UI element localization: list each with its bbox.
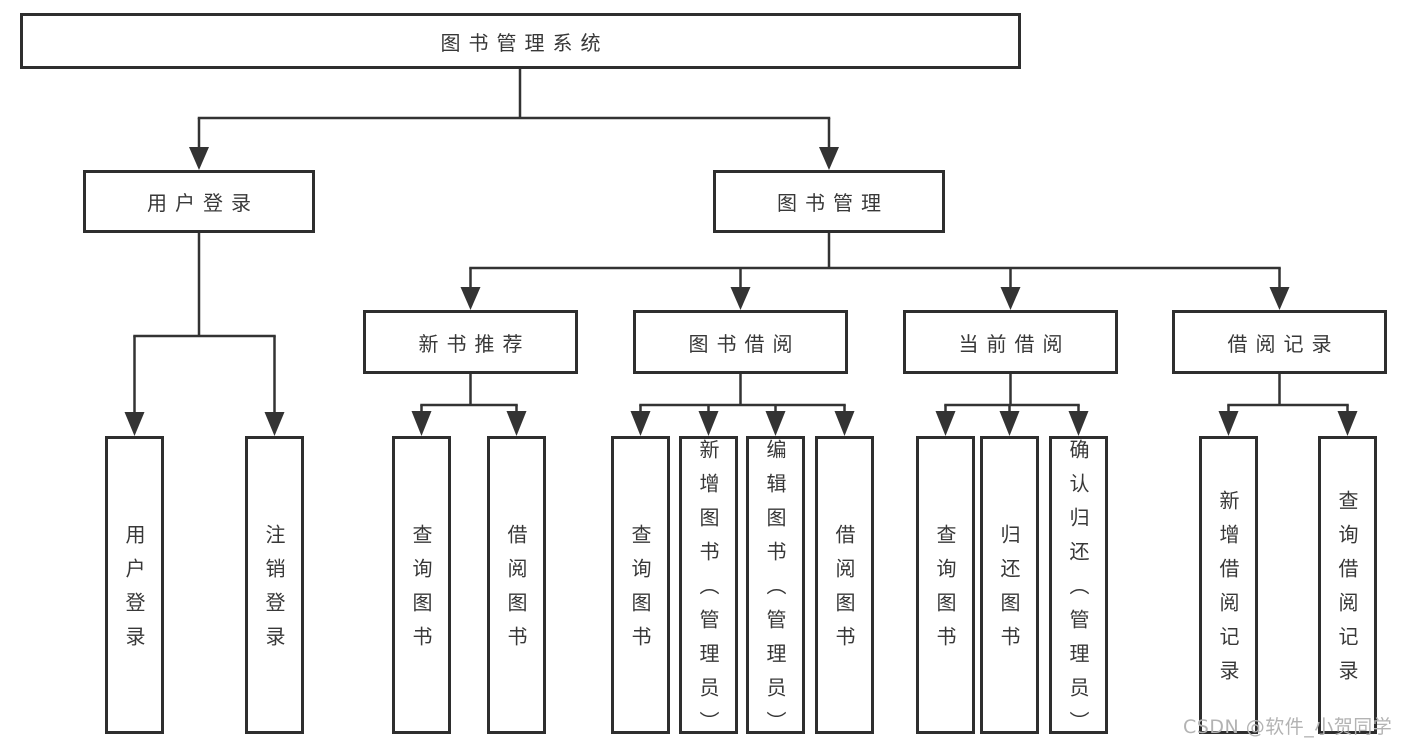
node-borrow-records: 借阅记录: [1172, 310, 1387, 374]
leaf-borrow-books-recommend: 借阅图书: [487, 436, 546, 734]
leaf-query-books-current: 查询图书: [916, 436, 975, 734]
node-root-system: 图书管理系统: [20, 13, 1021, 69]
node-book-borrow: 图书借阅: [633, 310, 848, 374]
leaf-query-borrow-record: 查询借阅记录: [1318, 436, 1377, 734]
leaf-edit-books-admin-label: 编辑图书（管理员）: [763, 439, 787, 745]
leaf-add-books-admin-label: 新增图书（管理员）: [696, 439, 720, 745]
leaf-query-borrow-record-label: 查询借阅记录: [1335, 490, 1359, 694]
leaf-query-books-recommend-label: 查询图书: [409, 524, 433, 660]
csdn-watermark: CSDN @软件_小贺同学: [1183, 716, 1393, 738]
leaf-borrow-books-label: 借阅图书: [832, 524, 856, 660]
leaf-logout: 注销登录: [245, 436, 304, 734]
leaf-add-borrow-record: 新增借阅记录: [1199, 436, 1258, 734]
leaf-user-login-label: 用户登录: [122, 524, 146, 660]
node-root-system-label: 图书管理系统: [440, 30, 609, 55]
leaf-query-books-recommend: 查询图书: [392, 436, 451, 734]
node-book-management: 图书管理: [713, 170, 945, 233]
node-user-login: 用户登录: [83, 170, 315, 233]
connector-new-book-group: [411, 374, 527, 436]
node-new-book-recommend: 新书推荐: [363, 310, 578, 374]
connector-user-login-group: [124, 233, 285, 436]
node-new-book-recommend-label: 新书推荐: [418, 331, 531, 356]
node-borrow-records-label: 借阅记录: [1227, 331, 1340, 356]
connector-borrow-records-group: [1218, 374, 1358, 436]
node-book-borrow-label: 图书借阅: [688, 331, 801, 356]
leaf-return-books: 归还图书: [980, 436, 1039, 734]
leaf-logout-label: 注销登录: [262, 524, 286, 660]
node-user-login-label: 用户登录: [147, 191, 259, 215]
connector-root-to-branches: [189, 69, 839, 170]
leaf-edit-books-admin: 编辑图书（管理员）: [746, 436, 805, 745]
leaf-borrow-books: 借阅图书: [815, 436, 874, 734]
leaf-user-login: 用户登录: [105, 436, 164, 734]
leaf-add-borrow-record-label: 新增借阅记录: [1216, 490, 1240, 694]
leaf-borrow-books-recommend-label: 借阅图书: [504, 524, 528, 660]
node-current-borrow: 当前借阅: [903, 310, 1118, 374]
leaf-confirm-return-admin-label: 确认归还（管理员）: [1066, 439, 1090, 745]
connector-book-management-to-modules: [460, 233, 1290, 310]
node-book-management-label: 图书管理: [777, 191, 889, 215]
leaf-add-books-admin: 新增图书（管理员）: [679, 436, 738, 745]
leaf-query-books-current-label: 查询图书: [933, 524, 957, 660]
leaf-query-books-borrow: 查询图书: [611, 436, 670, 734]
connector-book-borrow-group: [630, 374, 855, 436]
leaf-return-books-label: 归还图书: [997, 524, 1021, 660]
connector-current-borrow-group: [935, 374, 1089, 436]
leaf-confirm-return-admin: 确认归还（管理员）: [1049, 436, 1108, 745]
leaf-query-books-borrow-label: 查询图书: [628, 524, 652, 660]
node-current-borrow-label: 当前借阅: [958, 331, 1071, 356]
